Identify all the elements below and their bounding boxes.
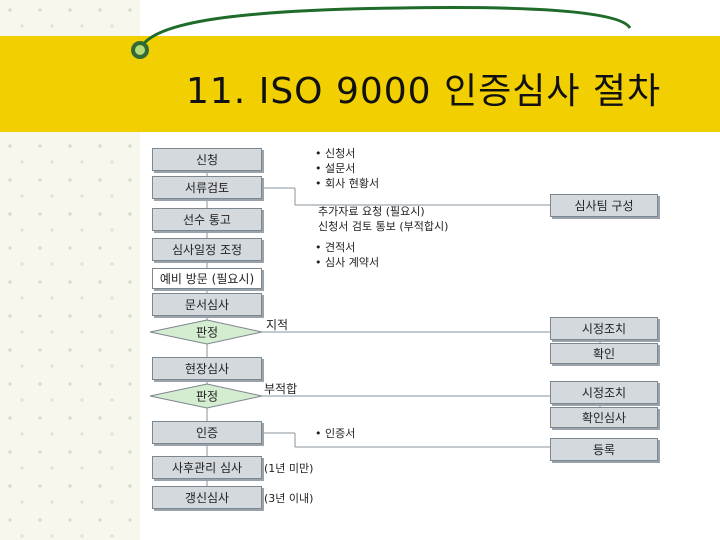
decision-diamond-2 [149,383,263,409]
title-banner [0,36,720,132]
note-line: 신청서 검토 통보 (부적합시) [318,220,449,233]
step-site-audit: 현장심사 [152,357,262,380]
step-pre-visit: 예비 방문 (필요시) [152,268,262,289]
note-period-2: (3년 이내) [264,492,314,505]
step-doc-review: 서류검토 [152,176,262,199]
label-nonconform: 부적합 [264,382,298,396]
note-supplement: 추가자료 요청 (필요시) 신청서 검토 통보 (부적합시) [318,204,448,234]
note-line: • 회사 현황서 [315,177,380,190]
note-period-1: (1년 미만) [264,462,314,475]
step-fee-notice: 선수 통고 [152,208,262,231]
right-corrective-1: 시정조치 [550,317,658,340]
decision-label-2: 판정 [195,389,219,404]
decision-diamond-1 [149,319,263,345]
decorative-swoosh [131,6,632,59]
note-line: • 설문서 [315,162,356,175]
step-renewal: 갱신심사 [152,486,262,509]
page-title: 11. ISO 9000 인증심사 절차 [186,71,662,112]
decision-label-1: 판정 [195,325,219,340]
note-line: • 심사 계약서 [315,256,380,269]
step-certify: 인증 [152,421,262,444]
note-line: • 신청서 [315,147,356,160]
note-apply-docs: • 신청서 • 설문서 • 회사 현황서 [315,146,379,191]
note-line: 추가자료 요청 (필요시) [318,205,425,218]
label-finding: 지적 [266,318,289,332]
step-schedule: 심사일정 조정 [152,238,262,261]
right-register: 등록 [550,438,658,461]
step-surveillance: 사후관리 심사 [152,456,262,479]
right-confirm-1: 확인 [550,343,658,364]
right-confirm-2: 확인심사 [550,407,658,428]
right-corrective-2: 시정조치 [550,381,658,404]
step-apply: 신청 [152,148,262,171]
note-certificate: • 인증서 [315,427,356,440]
step-doc-audit: 문서심사 [152,293,262,316]
note-contract: • 견적서 • 심사 계약서 [315,240,379,270]
note-line: • 견적서 [315,241,356,254]
right-team: 심사팀 구성 [550,194,658,217]
